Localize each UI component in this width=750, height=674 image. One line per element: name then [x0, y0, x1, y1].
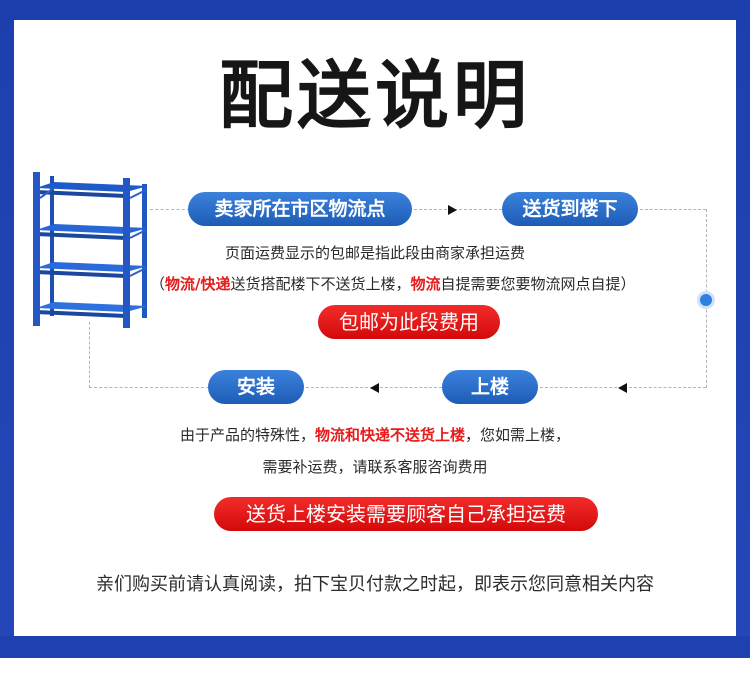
- connector-dot-icon: [700, 294, 712, 306]
- section2-line1: 由于产品的特殊性，物流和快递不送货上楼，您如需上楼，: [0, 424, 750, 445]
- section2-line2: 需要补运费，请联系客服咨询费用: [262, 458, 488, 476]
- frame-bottom: [0, 636, 750, 658]
- section1-line1: 页面运费显示的包邮是指此段由商家承担运费: [224, 244, 525, 262]
- page-title: 配送说明: [219, 53, 531, 139]
- free-shipping-badge: 包邮为此段费用: [318, 305, 500, 339]
- step-upstairs: 上楼: [442, 370, 538, 404]
- section1-line2: （物流/快递送货搭配楼下不送货上楼，物流自提需要您要物流网点自提）: [150, 273, 636, 294]
- frame-right: [736, 0, 750, 658]
- arrow-right-icon: [448, 205, 457, 215]
- highlight-logistics: 物流: [410, 275, 441, 293]
- arrow-left-icon: [618, 383, 627, 393]
- connector-left-vertical: [89, 322, 90, 388]
- step-deliver-downstairs: 送货到楼下: [502, 192, 638, 226]
- section1-line2-end: 自提需要您要物流网点自提）: [440, 275, 636, 293]
- highlight-logistics-express: 物流/快递: [165, 275, 231, 293]
- connector-step1-step2: [414, 209, 502, 210]
- connector-right-top: [640, 209, 706, 210]
- step-logistics-point: 卖家所在市区物流点: [188, 192, 412, 226]
- connector-left-bottom: [89, 387, 209, 388]
- highlight-no-upstairs: 物流和快递不送货上楼: [314, 426, 465, 444]
- frame-top: [0, 0, 750, 20]
- section2-line1-start: 由于产品的特殊性，: [179, 426, 315, 444]
- section2-line1-end: ，您如需上楼，: [465, 426, 571, 444]
- shelf-image: [30, 168, 154, 334]
- frame-left: [0, 0, 14, 658]
- footer-note: 亲们购买前请认真阅读，拍下宝贝付款之时起，即表示您同意相关内容: [96, 574, 654, 595]
- step-install: 安装: [208, 370, 304, 404]
- section1-line2-mid: 送货搭配楼下不送货上楼，: [230, 275, 411, 293]
- paren-open: （: [150, 275, 166, 293]
- connector-left-top: [150, 209, 190, 210]
- arrow-left-icon: [370, 383, 379, 393]
- install-fee-badge: 送货上楼安装需要顾客自己承担运费: [214, 497, 598, 531]
